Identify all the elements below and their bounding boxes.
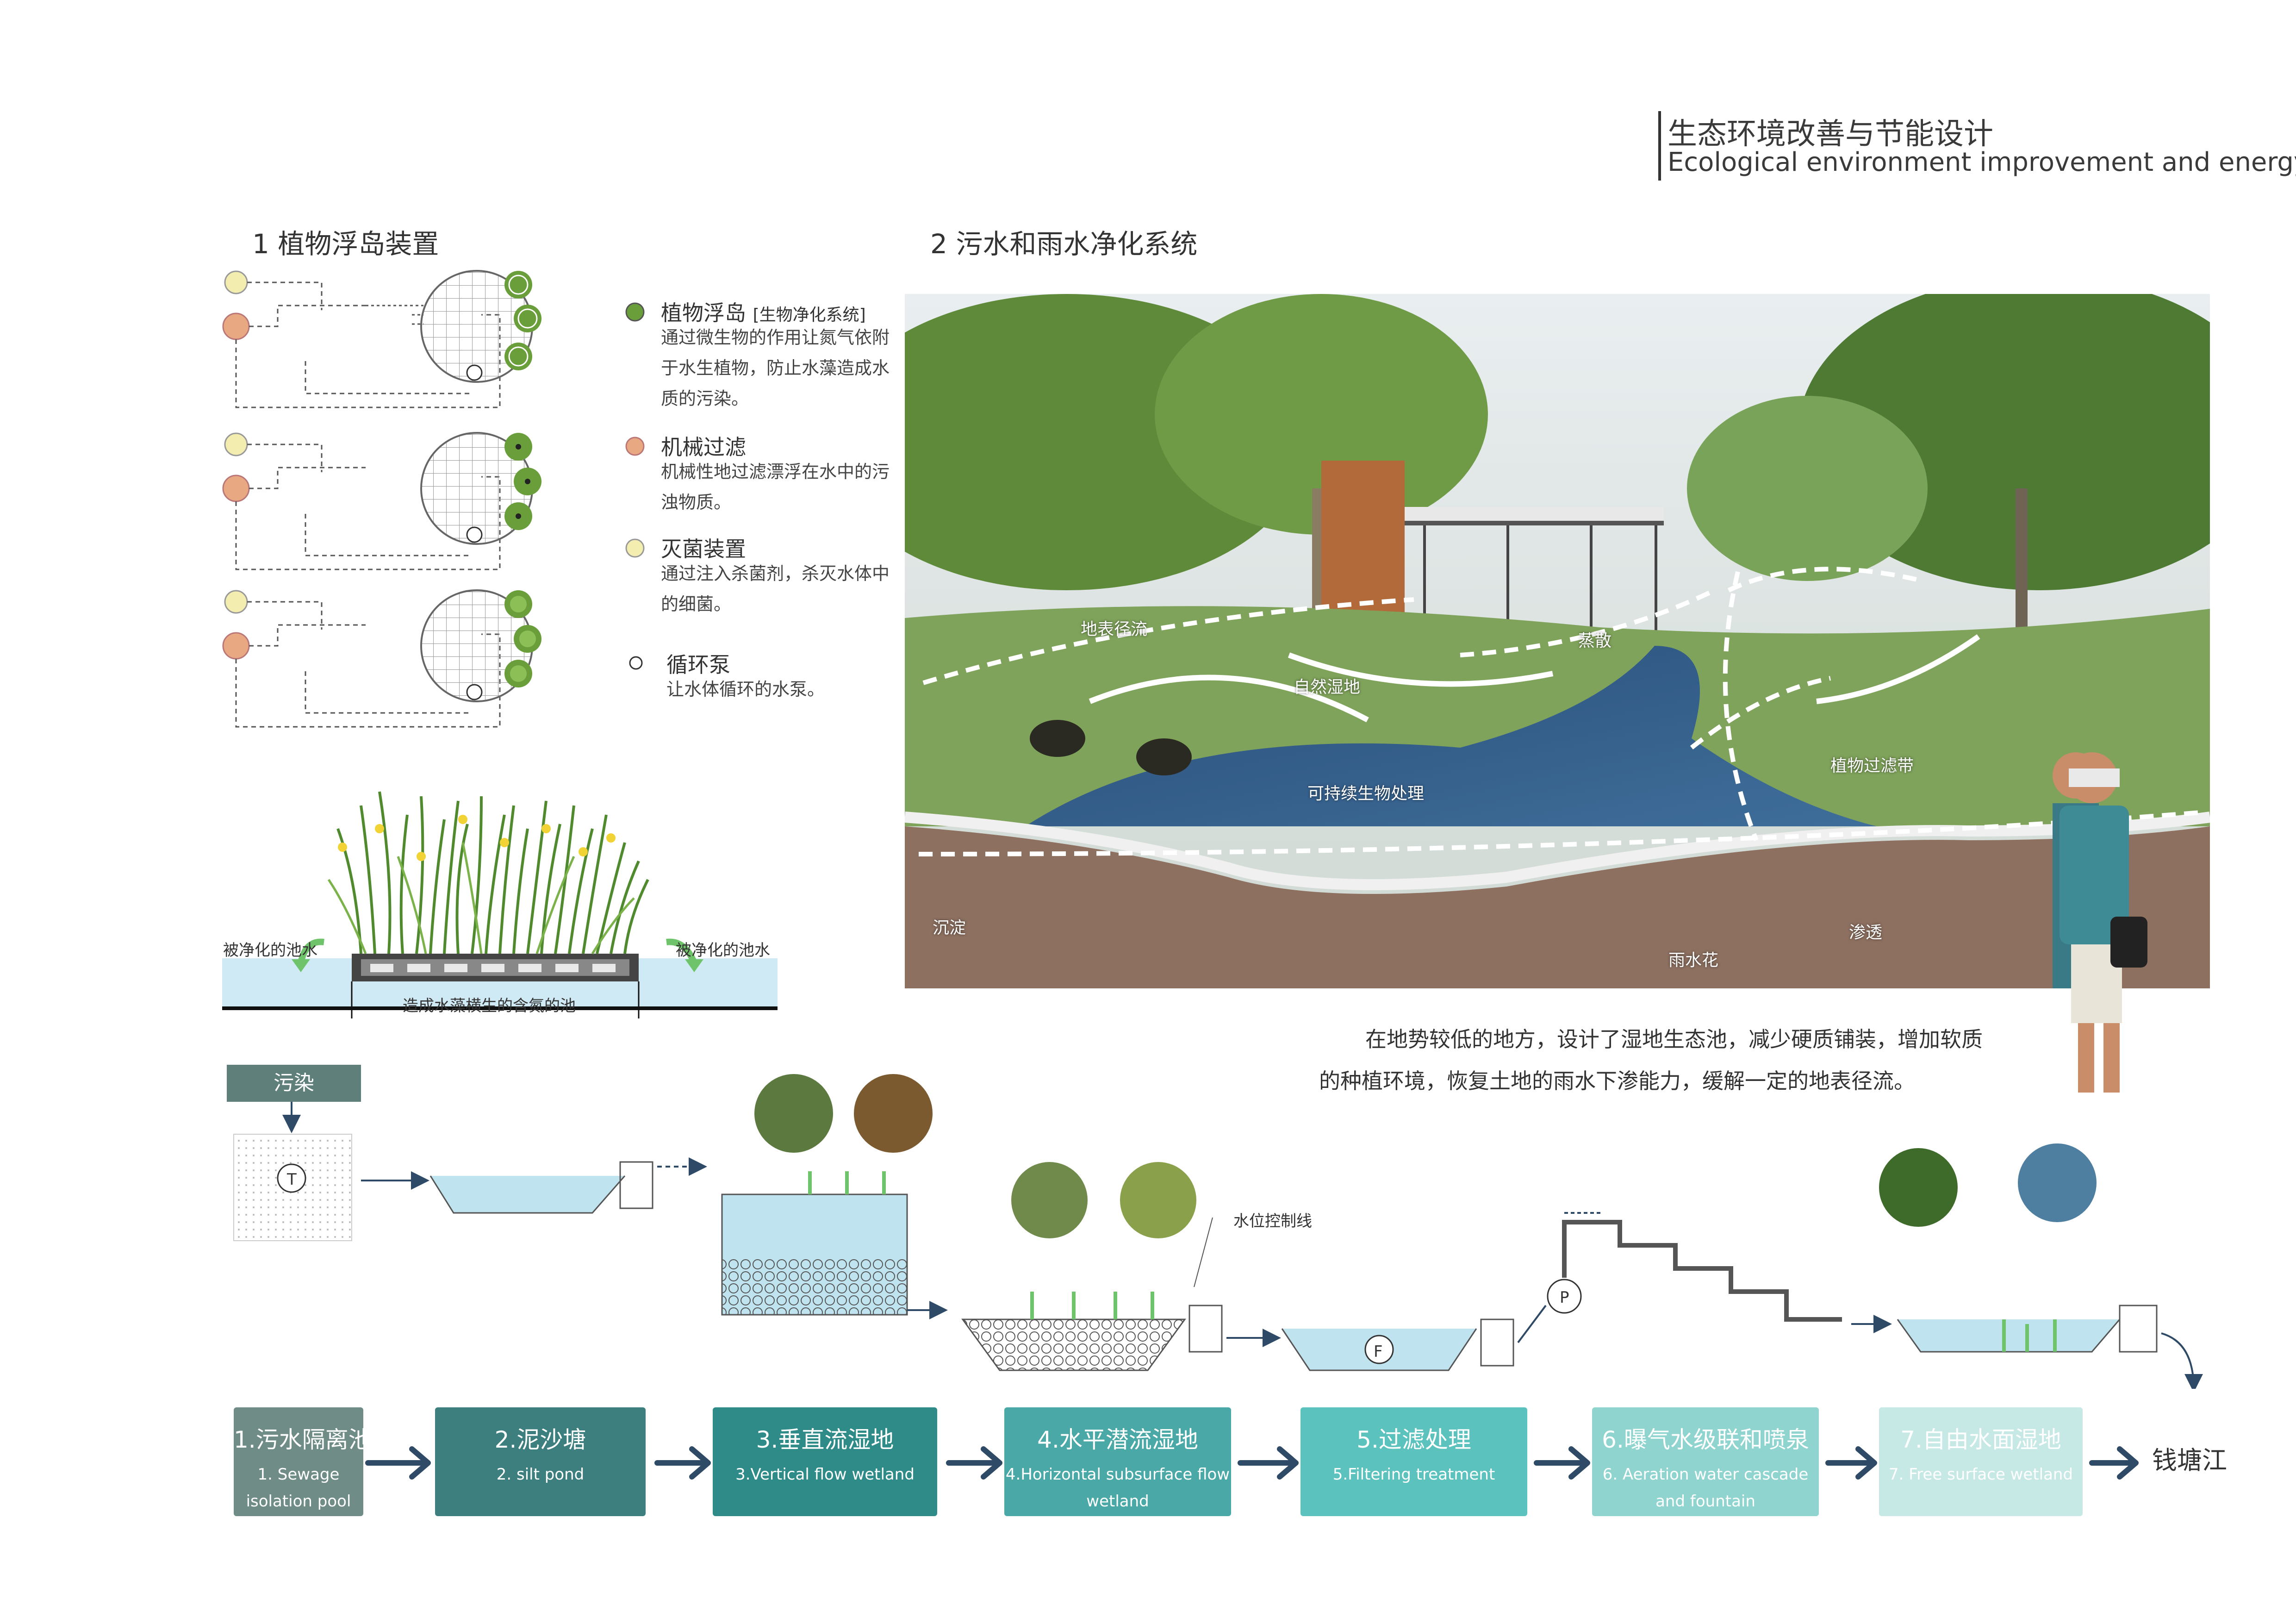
process-step-3-en: 3.Vertical flow wetland — [735, 1465, 915, 1484]
process-step-6-cn: 6.曝气水级联和喷泉 — [1602, 1426, 1809, 1453]
legend-item-pump: 循环泵 让水体循环的水泵。 — [625, 648, 902, 713]
section-title-floating-island: 1 植物浮岛装置 — [252, 228, 439, 260]
process-step-7-en: 7. Free surface wetland — [1888, 1465, 2073, 1484]
process-step-4-cn: 4.水平潜流湿地 — [1037, 1426, 1198, 1453]
white-dot-icon — [629, 656, 643, 670]
process-step-1-en: 1. Sewage isolation pool — [246, 1465, 351, 1511]
legend-item-floating-island: 植物浮岛 [生物净化系统] 通过微生物的作用让氮气依附于水生植物，防止水藻造成水… — [625, 296, 902, 431]
section-title-purification-system: 2 污水和雨水净化系统 — [930, 228, 1198, 260]
legend-tag-1: [生物净化系统] — [753, 306, 866, 325]
legend-text-2: 机械性地过滤漂浮在水中的污浊物质。 — [661, 462, 890, 512]
process-step-1: 1.污水隔离池 1. Sewage isolation pool — [234, 1407, 372, 1516]
process-step-7: 7.自由水面湿地 7. Free surface wetland — [1879, 1407, 2083, 1516]
process-step-3-cn: 3.垂直流湿地 — [756, 1426, 894, 1453]
floating-island-diagrams — [222, 270, 541, 728]
process-step-2-cn: 2.泥沙塘 — [494, 1426, 586, 1453]
island-unit-3 — [222, 589, 541, 728]
island-unit-1 — [222, 270, 541, 408]
label-plant-filter: 植物过滤带 — [1830, 756, 1914, 775]
treatment-flow-diagram — [233, 1102, 2203, 1389]
process-step-7-cn: 7.自由水面湿地 — [1900, 1426, 2061, 1453]
description-text: 在地势较低的地方，设计了湿地生态池，减少硬质铺装，增加软质的种植环境，恢复土地的… — [1319, 1027, 1983, 1093]
green-dot-icon — [625, 302, 645, 322]
visitor-figure — [2060, 752, 2147, 1093]
section-label-right: 被净化的池水 — [676, 941, 770, 960]
orange-dot-icon — [625, 437, 645, 456]
process-step-4-en: 4.Horizontal subsurface flow wetland — [1005, 1465, 1230, 1511]
legend-title-1: 植物浮岛 — [661, 300, 746, 325]
tank-T-label: T — [287, 1170, 297, 1189]
section-label-bottom: 造成水藻横生的含氮的池 — [403, 997, 576, 1015]
section-label-left: 被净化的池水 — [223, 941, 317, 960]
page-subtitle: Ecological environment improvement and e… — [1668, 147, 2296, 177]
process-step-5-en: 5.Filtering treatment — [1332, 1465, 1495, 1484]
legend-text-1: 通过微生物的作用让氮气依附于水生植物，防止水藻造成水质的污染。 — [661, 327, 890, 409]
legend-item-sterilizer: 灭菌装置 通过注入杀菌剂，杀灭水体中的细菌。 — [625, 532, 902, 648]
floating-island-section — [222, 791, 778, 1018]
wetland-render-illustration — [905, 294, 2210, 988]
legend-text-4: 让水体循环的水泵。 — [666, 679, 825, 700]
process-step-5: 5.过滤处理 5.Filtering treatment — [1300, 1407, 1527, 1516]
process-step-4: 4.水平潜流湿地 4.Horizontal subsurface flow we… — [1004, 1407, 1231, 1516]
thumb-plant-5 — [1879, 1148, 1958, 1227]
thumb-plant-6 — [2018, 1143, 2097, 1222]
label-rain-garden: 雨水花 — [1668, 951, 1719, 970]
destination-label: 钱塘江 — [2152, 1446, 2227, 1475]
legend: 植物浮岛 [生物净化系统] 通过微生物的作用让氮气依附于水生植物，防止水藻造成水… — [625, 296, 902, 713]
thumb-plant-1 — [754, 1074, 833, 1153]
thumb-plant-3 — [1011, 1162, 1088, 1238]
thumb-plant-4 — [1120, 1162, 1196, 1238]
island-unit-2 — [222, 432, 541, 570]
legend-title-2: 机械过滤 — [661, 435, 746, 460]
legend-title-4: 循环泵 — [666, 652, 730, 677]
legend-title-3: 灭菌装置 — [661, 537, 746, 562]
process-step-3: 3.垂直流湿地 3.Vertical flow wetland — [713, 1407, 937, 1516]
process-step-5-cn: 5.过滤处理 — [1356, 1426, 1471, 1453]
label-evaporation: 蒸散 — [1578, 631, 1612, 650]
pump-P-label: P — [1560, 1288, 1569, 1307]
pollution-label: 污染 — [274, 1071, 314, 1095]
header-divider — [1658, 111, 1661, 181]
description-paragraph: 在地势较低的地方，设计了湿地生态池，减少硬质铺装，增加软质的种植环境，恢复土地的… — [1319, 1018, 1985, 1102]
tank-F-label: F — [1374, 1343, 1383, 1361]
label-infiltration: 渗透 — [1849, 923, 1883, 942]
label-natural-wetland: 自然湿地 — [1294, 678, 1361, 697]
page-title: 生态环境改善与节能设计 — [1668, 117, 1993, 151]
process-step-6: 6.曝气水级联和喷泉 6. Aeration water cascade and… — [1592, 1407, 1819, 1516]
yellow-dot-icon — [625, 538, 645, 558]
process-step-2: 2.泥沙塘 2. silt pond — [435, 1407, 646, 1516]
wetland-render-image: 地表径流 自然湿地 蒸散 可持续生物处理 植物过滤带 沉淀 雨水花 渗透 — [905, 294, 2210, 988]
pollution-box: 污染 — [227, 1065, 361, 1102]
legend-item-mechanical-filter: 机械过滤 机械性地过滤漂浮在水中的污浊物质。 — [625, 431, 902, 532]
process-step-6-en: 6. Aeration water cascade and fountain — [1602, 1465, 1809, 1511]
label-surface-runoff: 地表径流 — [1081, 620, 1148, 639]
water-level-label: 水位控制线 — [1233, 1212, 1312, 1230]
label-sustainable-bio: 可持续生物处理 — [1307, 784, 1425, 803]
process-arrows — [365, 1446, 2139, 1480]
thumb-plant-2 — [854, 1074, 933, 1153]
process-step-2-en: 2. silt pond — [496, 1465, 585, 1484]
label-sediment: 沉淀 — [933, 918, 966, 937]
process-step-1-cn: 1.污水隔离池 — [234, 1426, 372, 1453]
legend-text-3: 通过注入杀菌剂，杀灭水体中的细菌。 — [661, 563, 890, 614]
